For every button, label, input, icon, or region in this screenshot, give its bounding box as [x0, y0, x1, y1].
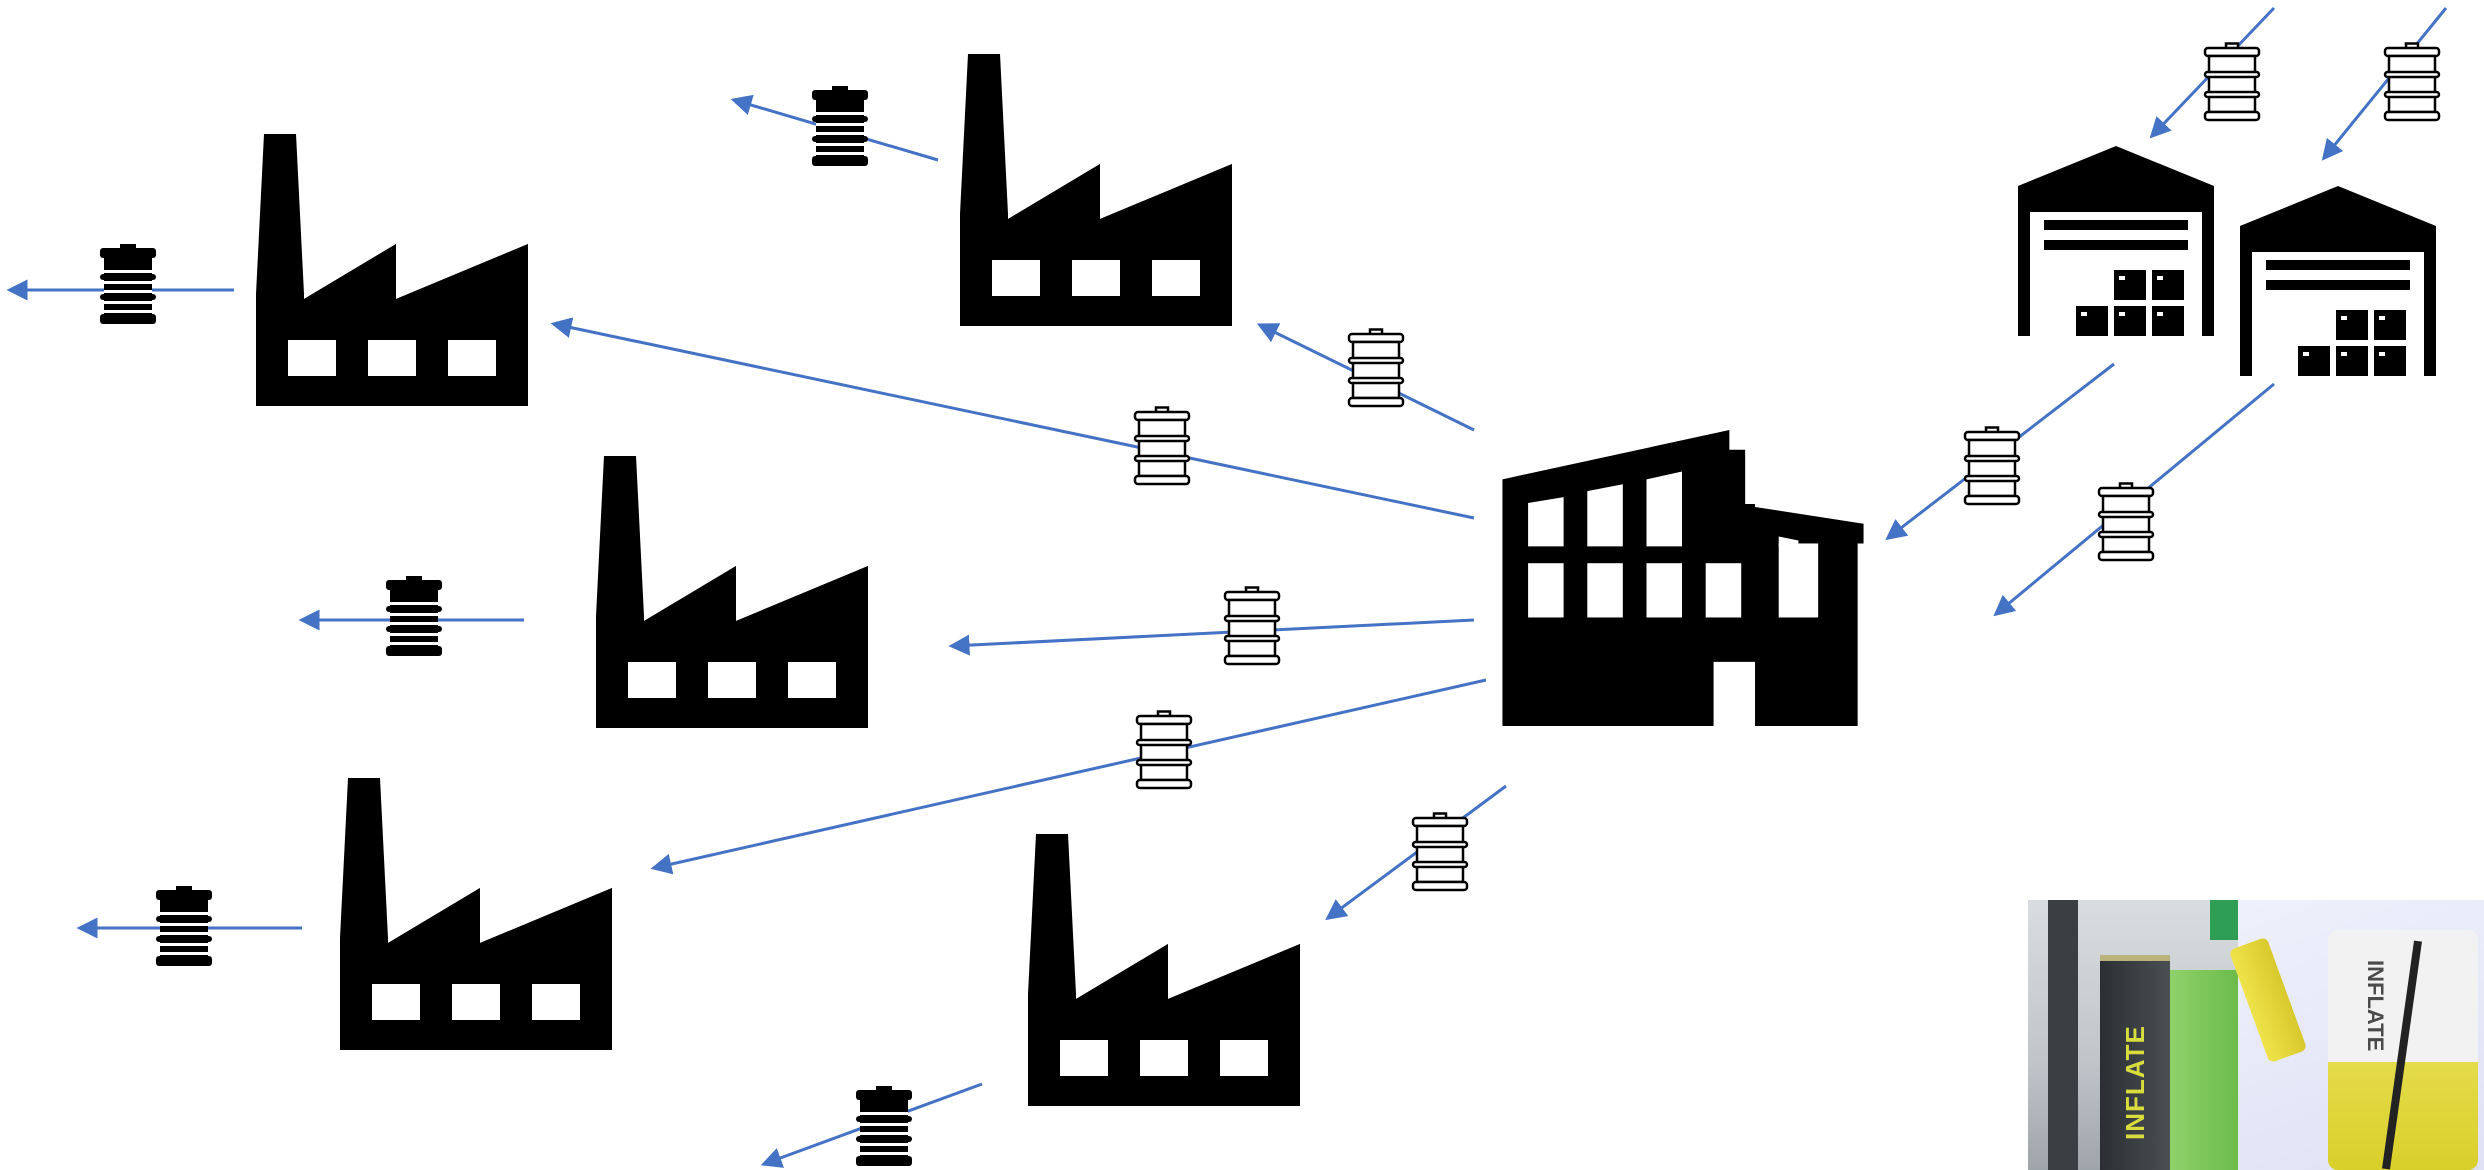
- barrel-outline-icon: [2097, 482, 2155, 562]
- barrel-outline-icon: [2383, 42, 2441, 122]
- factory-icon: [596, 456, 868, 728]
- warehouse-icon: [2018, 146, 2214, 336]
- barrel-outline-icon: [1347, 328, 1405, 408]
- green-bin: [2170, 970, 2238, 1170]
- warehouse-icon: [2240, 186, 2436, 376]
- bin-brand-text: INFLATE: [2120, 1025, 2150, 1140]
- barrel-filled-icon: [100, 244, 156, 324]
- bag-brand-text: INFLATE: [2363, 960, 2388, 1052]
- barrel-outline-icon: [1135, 710, 1193, 790]
- barrel-outline-icon: [2203, 42, 2261, 122]
- barrel-filled-icon: [856, 1086, 912, 1166]
- barrel-outline-icon: [1223, 586, 1281, 666]
- flow-arrow: [2321, 7, 2448, 161]
- barrel-outline-icon: [1963, 426, 2021, 506]
- factory-icon: [340, 778, 612, 1050]
- collection-bin-photo: INFLATE: [2028, 900, 2238, 1170]
- collection-bin: [2100, 955, 2170, 1170]
- green-sign: [2210, 900, 2238, 940]
- background-shape: [2048, 900, 2078, 1170]
- barrel-outline-icon: [1411, 812, 1469, 892]
- flow-arrow: [948, 618, 1475, 656]
- barrel-outline-icon: [1133, 406, 1191, 486]
- factory-icon: [256, 134, 528, 406]
- factory-icon: [1028, 834, 1300, 1106]
- barrel-filled-icon: [812, 86, 868, 166]
- flow-arrow: [650, 678, 1487, 875]
- factory-icon: [960, 54, 1232, 326]
- rolled-material: [2228, 936, 2308, 1064]
- flow-arrow: [550, 317, 1475, 520]
- bag-photo: INFLATE: [2228, 900, 2484, 1170]
- processing-plant-icon: [1502, 430, 1864, 726]
- barrel-filled-icon: [156, 886, 212, 966]
- barrel-filled-icon: [386, 576, 442, 656]
- product-photo: INFLATE INFLATE: [2028, 900, 2484, 1170]
